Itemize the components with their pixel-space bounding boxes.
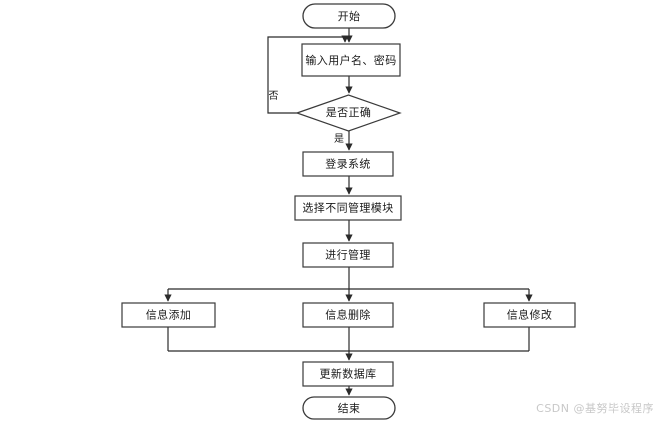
node-manage-shape [302, 242, 394, 268]
node-check-shape [295, 94, 402, 132]
node-input-label: 输入用户名、密码 [305, 53, 396, 67]
edge-label-yes: 是 [334, 133, 344, 145]
node-check-correct[interactable]: 是否正确 [295, 94, 402, 132]
node-end-label: 结束 [338, 402, 361, 415]
node-add-shape [121, 302, 216, 328]
node-login-system[interactable]: 登录系统 [302, 151, 394, 177]
node-info-add[interactable]: 信息添加 [121, 302, 216, 328]
node-delete-shape [302, 302, 394, 328]
node-select-module[interactable]: 选择不同管理模块 [294, 195, 402, 221]
node-start-label: 开始 [338, 9, 361, 23]
node-login-label: 登录系统 [325, 157, 371, 171]
node-manage-label: 进行管理 [325, 248, 371, 262]
node-end-shape [302, 396, 396, 420]
node-layer: 开始 输入用户名、密码 是否正确 登录系统 选择不同管理模块 [121, 3, 576, 420]
node-select-label: 选择不同管理模块 [302, 201, 393, 215]
node-select-shape [294, 195, 402, 221]
node-update-database[interactable]: 更新数据库 [302, 361, 394, 387]
edge-layer: 否 是 [164, 28, 533, 396]
node-input-credentials[interactable]: 输入用户名、密码 [301, 43, 401, 77]
node-info-delete[interactable]: 信息删除 [302, 302, 394, 328]
node-input-shape [301, 43, 401, 77]
csdn-watermark: CSDN @基努毕设程序 [536, 402, 654, 415]
node-end[interactable]: 结束 [302, 396, 396, 420]
node-start-shape [302, 3, 396, 29]
node-modify-label: 信息修改 [507, 308, 553, 322]
node-login-shape [302, 151, 394, 177]
node-add-label: 信息添加 [146, 308, 192, 322]
node-update-shape [302, 361, 394, 387]
node-delete-label: 信息删除 [325, 308, 371, 322]
node-check-label: 是否正确 [326, 106, 372, 119]
edge-label-no: 否 [266, 90, 278, 101]
node-perform-management[interactable]: 进行管理 [302, 242, 394, 268]
node-modify-shape [483, 302, 576, 328]
node-update-label: 更新数据库 [320, 367, 377, 381]
node-start[interactable]: 开始 [302, 3, 396, 29]
node-info-modify[interactable]: 信息修改 [483, 302, 576, 328]
edge-check-no-to-input [267, 35, 349, 114]
